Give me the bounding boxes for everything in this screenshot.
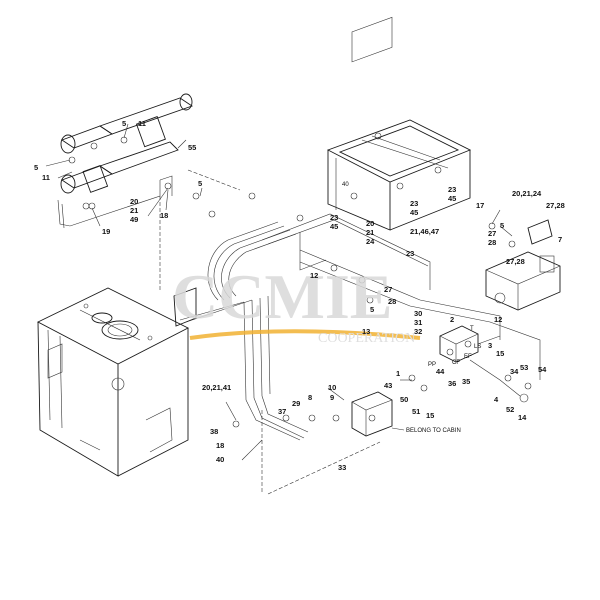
callout-9: 9 xyxy=(330,393,334,402)
callout-20: 20 xyxy=(366,219,374,228)
callout-17: 17 xyxy=(476,201,484,210)
callout-15: 15 xyxy=(496,349,504,358)
callout-27-28: 27,28 xyxy=(546,201,565,210)
callout-32: 32 xyxy=(414,327,422,336)
callout-37: 37 xyxy=(278,407,286,416)
callout-11: 11 xyxy=(42,173,50,182)
callout-52: 52 xyxy=(506,405,514,414)
steering-cylinder-assembly xyxy=(57,93,194,229)
callout-20-21-24: 20,21,24 xyxy=(512,189,542,198)
callout-38: 38 xyxy=(210,427,218,436)
callout-PP: PP xyxy=(428,362,436,368)
callout-50: 50 xyxy=(400,395,408,404)
callout-21: 21 xyxy=(130,206,138,215)
leader-lines xyxy=(45,123,513,461)
watermark-subtitle: COOPERATION xyxy=(318,331,415,346)
callout-LS: LS xyxy=(474,344,481,350)
callout-18: 18 xyxy=(216,441,224,450)
callout-36: 36 xyxy=(448,379,456,388)
callout-7: 7 xyxy=(558,235,562,244)
callout-27: 27 xyxy=(384,285,392,294)
callout-5: 5 xyxy=(370,305,374,314)
callout-23: 23 xyxy=(406,249,414,258)
belong-to-cabin-note: BELONG TO CABIN xyxy=(406,428,461,434)
callout-35: 35 xyxy=(462,377,470,386)
callout-51: 51 xyxy=(412,407,420,416)
callout-44: 44 xyxy=(436,367,445,376)
cab-frame: 40 xyxy=(326,16,472,231)
callout-33: 33 xyxy=(338,463,346,472)
callout-54: 54 xyxy=(538,365,547,374)
callout-23: 23 xyxy=(410,199,418,208)
callouts: 5 11 55 5 11 20 21 49 18 19 5 23 45 23 4… xyxy=(34,119,565,472)
callout-CL: 40 xyxy=(342,182,349,188)
callout-55: 55 xyxy=(188,143,196,152)
callout-T: T xyxy=(470,326,474,332)
callout-45: 45 xyxy=(448,194,456,203)
callout-21: 21 xyxy=(366,228,374,237)
callout-5: 5 xyxy=(500,221,504,230)
callout-5: 5 xyxy=(198,179,202,188)
callout-8: 8 xyxy=(308,393,312,402)
callout-28: 28 xyxy=(488,238,496,247)
callout-45: 45 xyxy=(330,222,338,231)
callout-18: 18 xyxy=(160,211,168,220)
watermark-logo: CCMIE xyxy=(172,261,392,332)
callout-45: 45 xyxy=(410,208,418,217)
callout-53: 53 xyxy=(520,363,528,372)
callout-24: 24 xyxy=(366,237,375,246)
callout-3: 3 xyxy=(488,341,492,350)
callout-12: 12 xyxy=(310,271,318,280)
callout-5: 5 xyxy=(34,163,38,172)
right-valve-bank xyxy=(485,219,561,311)
cab-valve xyxy=(351,391,393,437)
watermark: CCMIE COOPERATION xyxy=(172,261,421,346)
callout-13: 13 xyxy=(362,327,370,336)
callout-11: 11 xyxy=(138,119,146,128)
callout-12: 12 xyxy=(494,315,502,324)
callout-19: 19 xyxy=(102,227,110,236)
callout-21-46-47: 21,46,47 xyxy=(410,227,439,236)
callout-15: 15 xyxy=(426,411,434,420)
callout-31: 31 xyxy=(414,318,422,327)
callout-49: 49 xyxy=(130,215,138,224)
callout-CF: CF xyxy=(452,360,460,366)
hose-bundle xyxy=(159,169,541,495)
callout-10: 10 xyxy=(328,383,336,392)
watermark-swoosh xyxy=(189,329,421,340)
callout-43: 43 xyxy=(384,381,392,390)
callout-23: 23 xyxy=(330,213,338,222)
callout-28: 28 xyxy=(388,297,396,306)
callout-27-28: 27,28 xyxy=(506,257,525,266)
callout-20-21-41: 20,21,41 xyxy=(202,383,231,392)
callout-30: 30 xyxy=(414,309,422,318)
callout-14: 14 xyxy=(518,413,527,422)
callout-29: 29 xyxy=(292,399,300,408)
callout-EF: EF xyxy=(464,354,472,360)
callout-23: 23 xyxy=(448,185,456,194)
callout-5: 5 xyxy=(122,119,126,128)
callout-2: 2 xyxy=(450,315,454,324)
callout-34: 34 xyxy=(510,367,519,376)
hydraulic-tank xyxy=(37,287,189,477)
callout-40: 40 xyxy=(216,455,224,464)
callout-1: 1 xyxy=(396,369,400,378)
callout-20: 20 xyxy=(130,197,138,206)
callout-27: 27 xyxy=(488,229,496,238)
callout-4: 4 xyxy=(494,395,499,404)
valve-block xyxy=(439,325,529,403)
